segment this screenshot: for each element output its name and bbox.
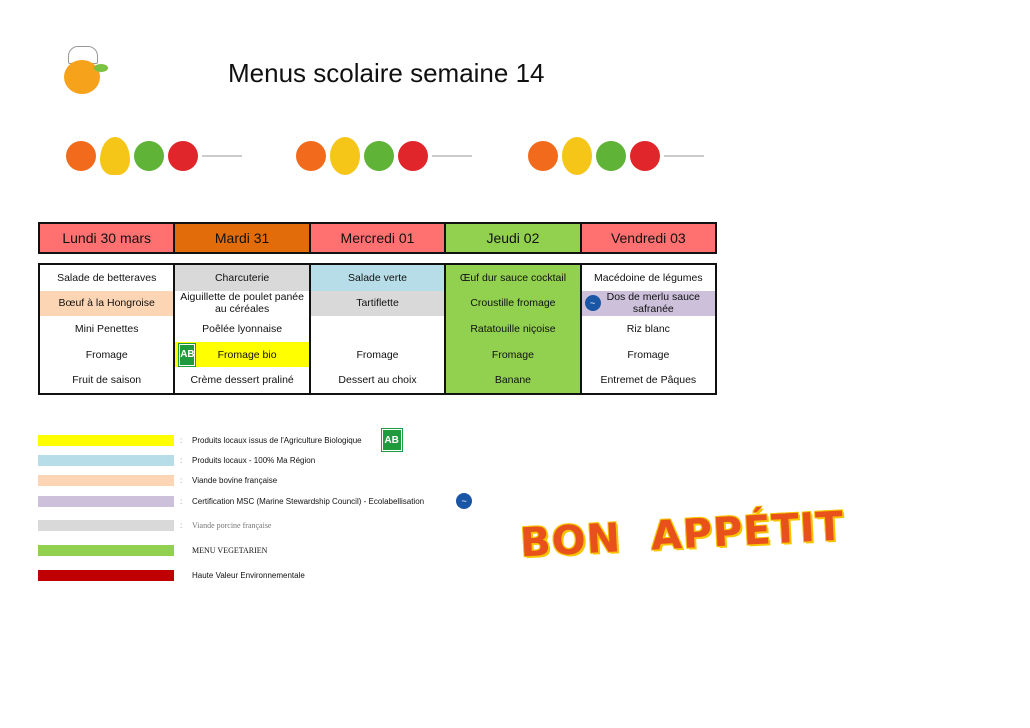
menu-cell: Bœuf à la Hongroise	[40, 290, 174, 317]
bon-appetit-banner: BON APPÉTIT	[519, 503, 846, 567]
menu-cell: Riz blanc	[581, 316, 716, 342]
legend-swatch	[38, 454, 174, 466]
menu-item-text: Tartiflette	[356, 297, 399, 310]
menu-cell: Mini Penettes	[40, 316, 174, 342]
menu-item-text: Fromage bio	[217, 348, 277, 361]
menu-cell: Ratatouille niçoise	[446, 316, 580, 342]
menu-item-text: Fromage	[356, 348, 399, 361]
menu-cell: Œuf dur sauce cocktail	[446, 265, 580, 291]
legend-label: Haute Valeur Environnementale	[192, 570, 305, 580]
legend-label: Produits locaux issus de l'Agriculture B…	[192, 435, 362, 445]
legend-label: Produits locaux - 100% Ma Région	[192, 455, 316, 465]
menu-cell: Tartiflette	[310, 290, 445, 317]
menu-cell	[310, 316, 445, 342]
legend-swatch	[38, 519, 174, 531]
legend-item: : Produits locaux issus de l'Agriculture …	[38, 428, 638, 452]
legend-label: Viande porcine française	[192, 520, 272, 530]
menu-item-text: Fromage	[627, 348, 670, 361]
menu-item-text: Entremet de Pâques	[600, 374, 697, 387]
msc-fish-icon: ~	[456, 493, 473, 509]
day-header: Mardi 31	[175, 224, 311, 252]
menu-item-text: Ratatouille niçoise	[470, 322, 556, 335]
menu-item-text: Croustille fromage	[470, 297, 556, 310]
legend-item: : Viande porcine française	[38, 518, 638, 532]
menu-item-text: Crème dessert praliné	[190, 374, 294, 387]
menu-cell: Salade de betteraves	[40, 265, 174, 291]
legend-item: : Certification MSC (Marine Stewardship C…	[38, 493, 638, 509]
legend-swatch	[38, 474, 174, 486]
menu-cell: Charcuterie	[175, 265, 309, 291]
menu-item-text: Bœuf à la Hongroise	[58, 297, 155, 310]
menu-item-text: Œuf dur sauce cocktail	[459, 271, 567, 284]
legend-swatch	[38, 569, 174, 581]
page-title: Menus scolaire semaine 14	[228, 58, 545, 88]
organic-ab-icon: AB	[380, 428, 403, 452]
menu-item-text: Poêlée lyonnaise	[202, 322, 283, 335]
menu-item-text: Banane	[494, 374, 532, 387]
legend-label: Certification MSC (Marine Stewardship Co…	[192, 496, 425, 506]
menu-cell: ~ Dos de merlu sauce safranée	[581, 290, 716, 317]
menu-cell: Dessert au choix	[310, 367, 445, 393]
menu-cell: Banane	[446, 367, 580, 393]
legend-swatch	[38, 434, 174, 446]
legend-item: Haute Valeur Environnementale	[38, 568, 638, 582]
menu-item-text: Fromage	[85, 348, 128, 361]
legend-label: Viande bovine française	[192, 475, 278, 485]
legend-colon: :	[180, 520, 183, 530]
menu-item-text: Fruit de saison	[72, 374, 142, 387]
legend-colon: :	[180, 496, 183, 506]
menu-item-text: Riz blanc	[626, 322, 670, 335]
day-header: Lundi 30 mars	[40, 224, 176, 252]
day-column: Macédoine de légumes ~ Dos de merlu sauce …	[581, 265, 716, 393]
legend-swatch	[38, 495, 174, 507]
menu-cell: Fromage	[310, 341, 445, 368]
legend-colon: :	[180, 475, 183, 485]
fruit-banner	[66, 132, 242, 180]
legend-item: MENU VEGETARIEN	[38, 543, 638, 557]
day-header: Mercredi 01	[310, 224, 447, 252]
fruit-banner	[528, 132, 704, 180]
menu-cell: Poêlée lyonnaise	[175, 316, 309, 342]
fruit-banner	[296, 132, 472, 180]
menu-cell: Crème dessert praliné	[175, 367, 309, 393]
menu-cell: Entremet de Pâques	[581, 367, 716, 393]
menu-cell: Fromage	[446, 341, 580, 368]
menu-item-text: Salade de betteraves	[57, 271, 157, 284]
legend-item: : Viande bovine française	[38, 473, 638, 487]
msc-fish-icon: ~	[584, 295, 601, 312]
chef-fruit-logo	[56, 46, 112, 100]
legend-swatch	[38, 544, 174, 556]
menu-cell: Fromage	[40, 341, 174, 368]
menu-item-text: Macédoine de légumes	[594, 271, 703, 284]
day-header: Vendredi 03	[581, 224, 716, 252]
day-header: Jeudi 02	[446, 224, 582, 252]
menu-item-text: Salade verte	[348, 271, 407, 284]
legend-colon: :	[180, 455, 183, 465]
menu-cell: Fromage	[581, 341, 716, 368]
menu-item-text: Fromage	[491, 348, 534, 361]
menu-cell: Aiguillette de poulet panée au céréales	[175, 290, 309, 317]
menu-cell: Croustille fromage	[446, 290, 580, 317]
menu-item-text: Mini Penettes	[74, 322, 139, 335]
menu-cell: Fruit de saison	[40, 367, 174, 393]
legend-item: : Produits locaux - 100% Ma Région	[38, 453, 638, 467]
menu-item-text: Dos de merlu sauce safranée	[606, 291, 701, 316]
menu-cell: Macédoine de légumes	[581, 265, 716, 291]
menu-item-text: Charcuterie	[214, 271, 270, 284]
menu-cell: Salade verte	[310, 265, 445, 291]
legend-colon: :	[180, 435, 183, 445]
menu-item-text: Aiguillette de poulet panée au céréales	[180, 291, 304, 316]
menu-item-text: Dessert au choix	[338, 374, 417, 387]
legend-label: MENU VEGETARIEN	[192, 545, 268, 555]
organic-ab-icon: AB	[178, 342, 197, 367]
menu-cell: AB Fromage bio	[175, 341, 309, 368]
